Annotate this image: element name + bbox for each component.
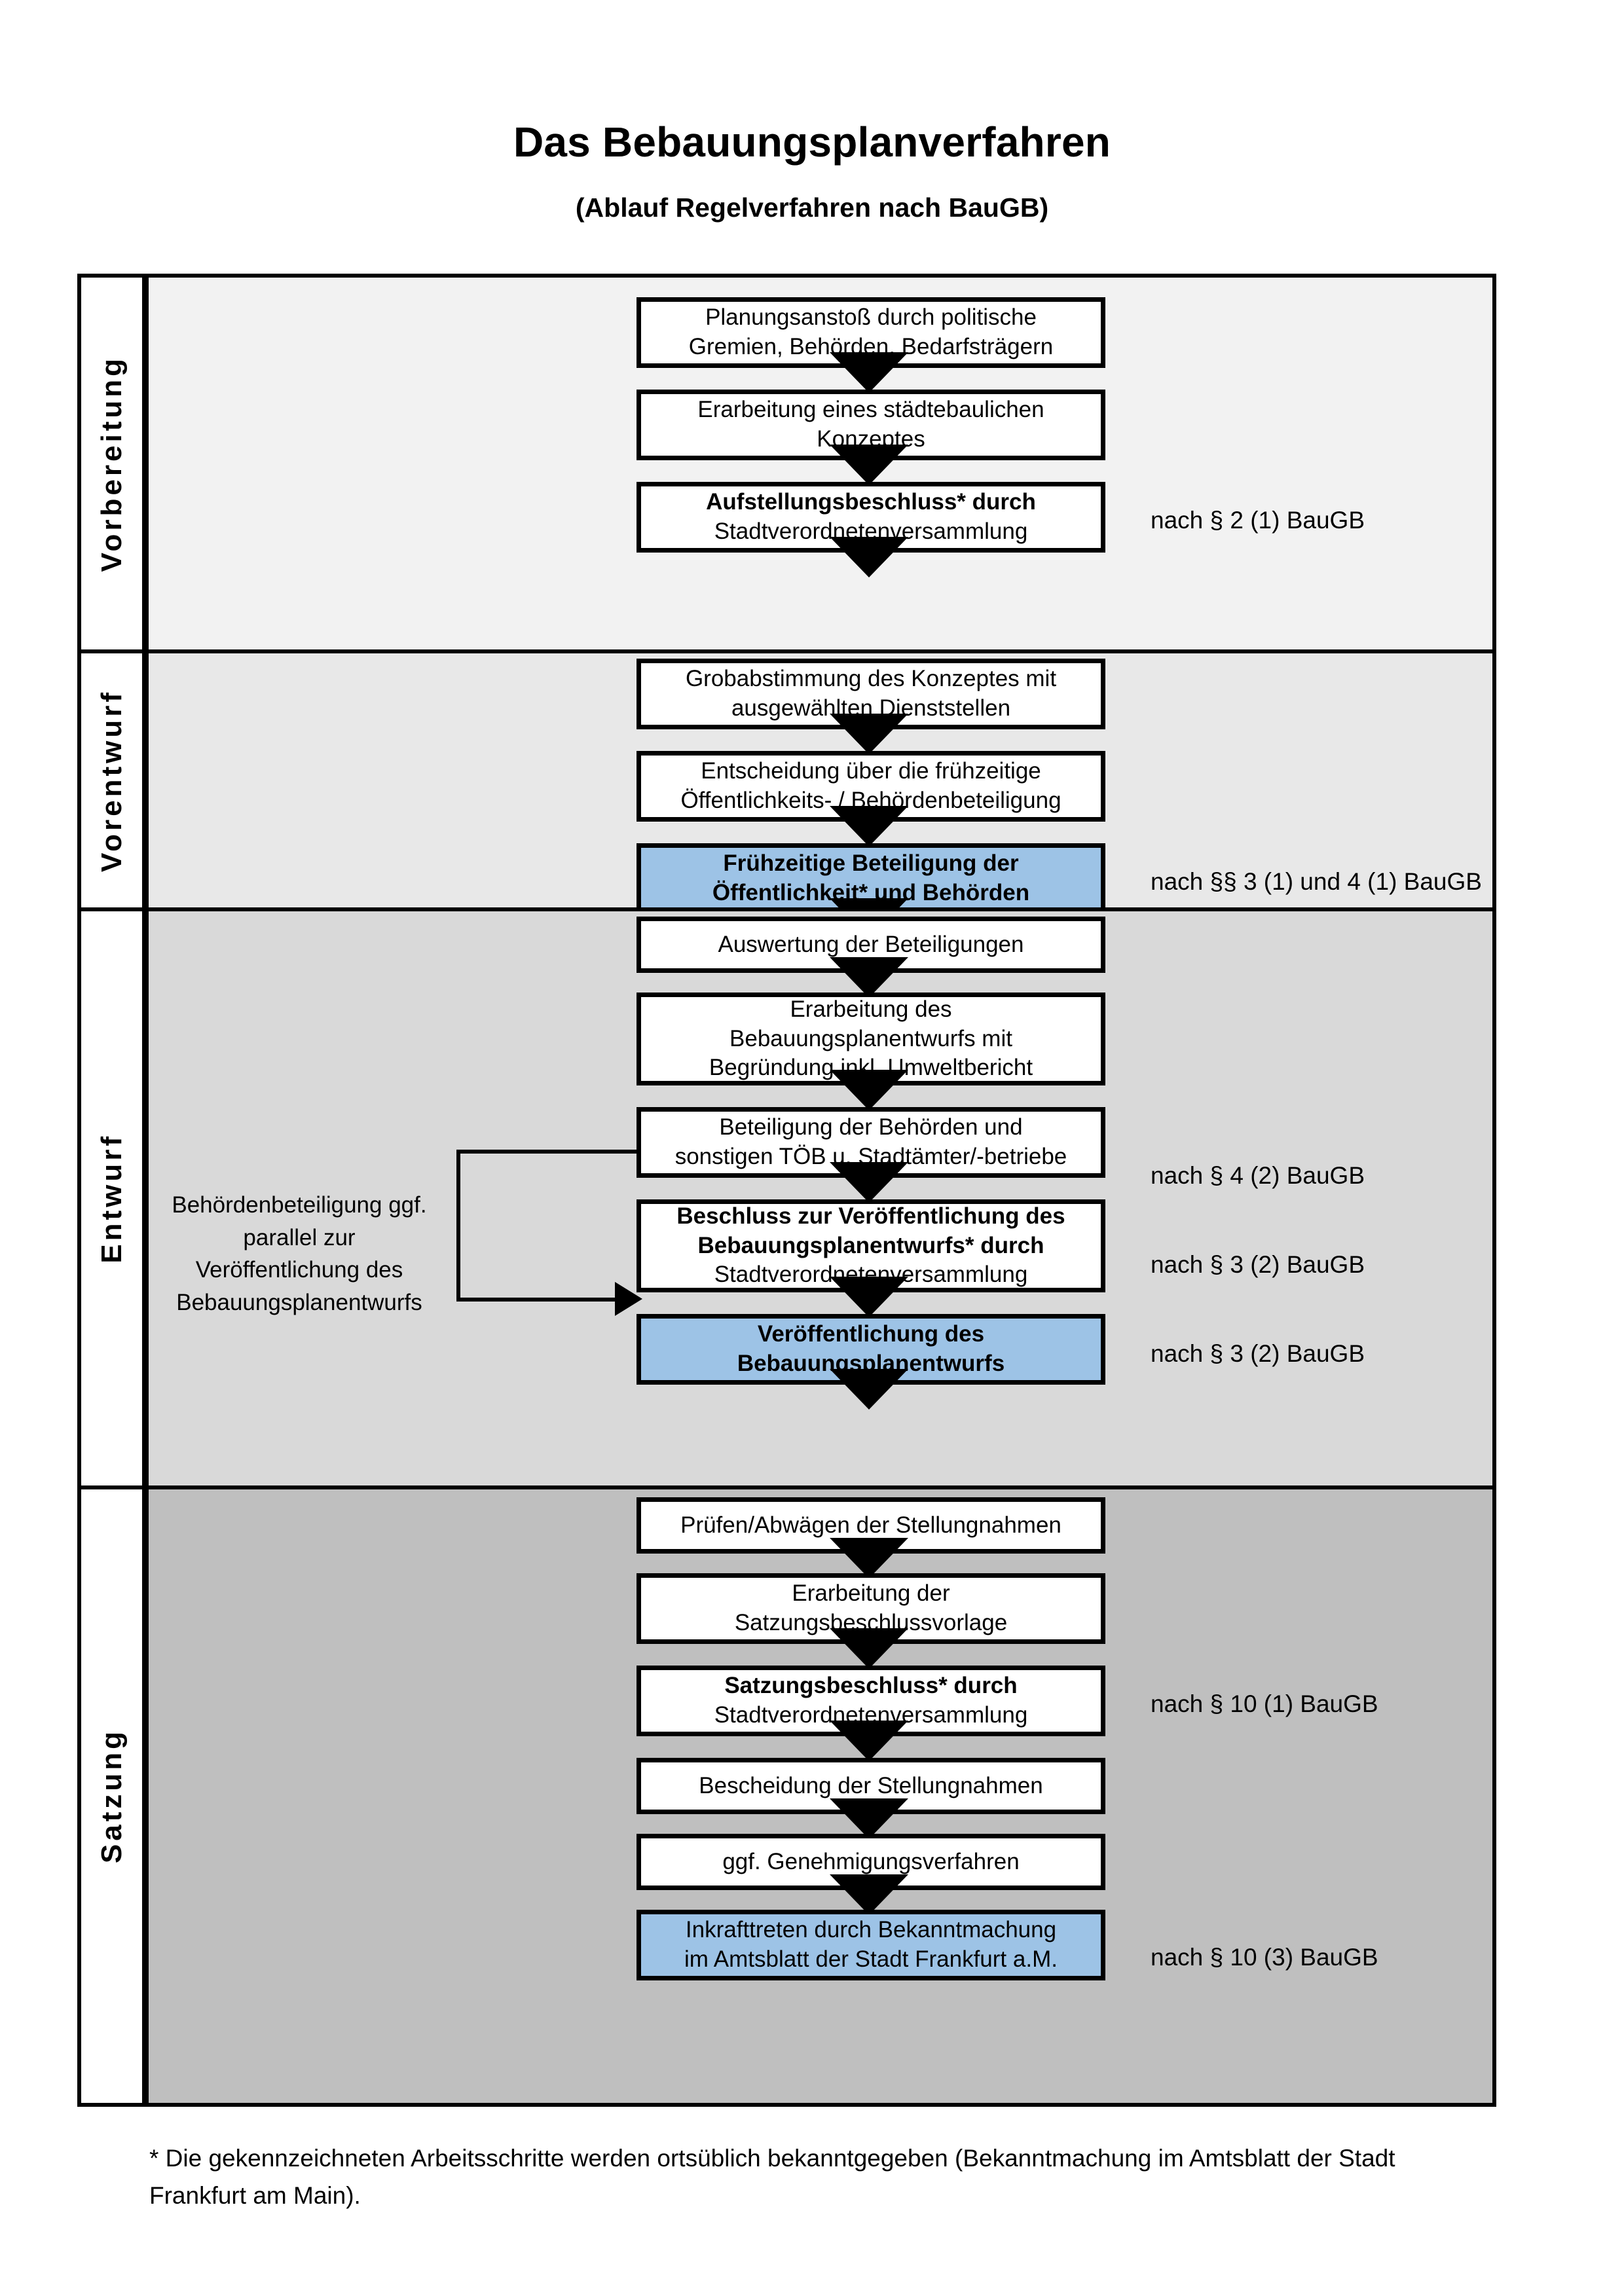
page-title: Das Bebauungsplanverfahren xyxy=(513,118,1111,166)
legal-reference: nach § 2 (1) BauGB xyxy=(1151,507,1365,534)
step-line: Erarbeitung eines städtebaulichen xyxy=(697,397,1044,423)
step-line: ggf. Genehmigungsverfahren xyxy=(722,1848,1020,1874)
legal-reference: nach § 10 (3) BauGB xyxy=(1151,1944,1378,1971)
document-header: Das Bebauungsplanverfahren (Ablauf Regel… xyxy=(0,0,1624,223)
flow-arrow-icon xyxy=(830,352,908,393)
step-line: Aufstellungsbeschluss* durch xyxy=(706,489,1036,515)
phase-satzung: Satzung Prüfen/Abwägen der Stellungnahme… xyxy=(81,1485,1492,2103)
step-box[interactable]: Planungsanstoß durch politische Gremien,… xyxy=(637,297,1105,368)
phase-body-satzung: Prüfen/Abwägen der Stellungnahmen Erarbe… xyxy=(149,1489,1492,2103)
phase-vorbereitung: Vorbereitung Planungsanstoß durch politi… xyxy=(81,278,1492,649)
footnote: * Die gekennzeichneten Arbeitsschritte w… xyxy=(149,2145,1395,2210)
step-line: Bescheidung der Stellungnahmen xyxy=(699,1772,1043,1798)
step-line: Entscheidung über die frühzeitige xyxy=(701,758,1041,784)
step-line: Erarbeitung der xyxy=(792,1580,950,1607)
phase-vorentwurf: Vorentwurf Grobabstimmung des Konzeptes … xyxy=(81,649,1492,939)
phase-label-satzung: Satzung xyxy=(81,1489,149,2103)
flow-arrow-icon xyxy=(830,1721,908,1761)
step-line: Beschluss zur Veröffentlichung des xyxy=(676,1203,1065,1229)
legal-reference: nach § 10 (1) BauGB xyxy=(1151,1690,1378,1717)
legal-reference: nach § 3 (2) BauGB xyxy=(1151,1340,1365,1367)
legal-reference: nach § 4 (2) BauGB xyxy=(1151,1162,1365,1189)
flowchart-frame: Vorbereitung Planungsanstoß durch politi… xyxy=(77,274,1496,2107)
phase-label-vorbereitung: Vorbereitung xyxy=(81,278,149,649)
step-line: Bebauungsplanentwurfs* durch xyxy=(697,1232,1044,1258)
phase-label-text: Vorentwurf xyxy=(95,689,128,872)
step-line: im Amtsblatt der Stadt Frankfurt a.M. xyxy=(684,1946,1058,1972)
flow-arrow-icon xyxy=(830,445,908,485)
flow-arrow-icon xyxy=(830,1628,908,1669)
legal-reference: nach §§ 3 (1) und 4 (1) BauGB xyxy=(1151,868,1482,895)
flow-arrow-icon xyxy=(830,1798,908,1839)
step-line: Grobabstimmung des Konzeptes mit xyxy=(685,666,1057,692)
step-line: Frühzeitige Beteiligung der xyxy=(723,850,1019,877)
step-line: Inkrafttreten durch Bekanntmachung xyxy=(685,1917,1057,1943)
phase-label-entwurf: Entwurf xyxy=(81,911,149,1485)
phase-label-text: Entwurf xyxy=(95,1133,128,1264)
phase-body-vorentwurf: Grobabstimmung des Konzeptes mit ausgewä… xyxy=(149,653,1492,939)
phase-label-vorentwurf: Vorentwurf xyxy=(81,653,149,907)
flow-arrow-icon xyxy=(830,1369,908,1410)
phase-body-entwurf: Behördenbeteiligung ggf. parallel zur Ve… xyxy=(149,911,1492,1485)
flow-arrow-icon xyxy=(830,1538,908,1578)
flow-arrow-icon xyxy=(830,957,908,998)
flow-arrow-icon xyxy=(830,1874,908,1915)
side-annotation-line: ggf. parallel zur xyxy=(243,1192,427,1250)
step-line: Prüfen/Abwägen der Stellungnahmen xyxy=(680,1512,1061,1538)
phase-label-text: Satzung xyxy=(95,1728,128,1864)
side-annotation-line: Bebauungsplanentwurfs xyxy=(176,1290,422,1316)
page-subtitle: (Ablauf Regelverfahren nach BauGB) xyxy=(575,192,1049,223)
flow-arrow-icon xyxy=(830,1277,908,1317)
step-line: Beteiligung der Behörden und xyxy=(719,1114,1023,1140)
phase-body-vorbereitung: Planungsanstoß durch politische Gremien,… xyxy=(149,278,1492,649)
flow-arrow-icon xyxy=(830,714,908,754)
flow-arrow-icon xyxy=(830,1162,908,1203)
side-annotation: Behördenbeteiligung ggf. parallel zur Ve… xyxy=(168,1189,430,1319)
side-annotation-line: Veröffentlichung des xyxy=(195,1257,403,1283)
flow-arrow-icon xyxy=(830,806,908,847)
phase-label-text: Vorbereitung xyxy=(95,355,128,572)
step-line: Erarbeitung des xyxy=(790,996,952,1022)
step-box[interactable]: Beschluss zur Veröffentlichung des Bebau… xyxy=(637,1199,1105,1292)
step-line: Planungsanstoß durch politische xyxy=(705,304,1037,331)
step-line: Auswertung der Beteiligungen xyxy=(718,931,1024,957)
flow-arrow-icon xyxy=(830,537,908,577)
step-box-highlight[interactable]: Inkrafttreten durch Bekanntmachung im Am… xyxy=(637,1910,1105,1980)
phase-entwurf: Entwurf Behördenbeteiligung ggf. paralle… xyxy=(81,907,1492,1485)
step-box[interactable]: Erarbeitung eines städtebaulichen Konzep… xyxy=(637,390,1105,460)
step-line: Veröffentlichung des xyxy=(757,1321,985,1347)
side-annotation-line: Behördenbeteiligung xyxy=(172,1192,382,1218)
flow-arrow-icon xyxy=(830,1070,908,1110)
step-line: Bebauungsplanentwurfs mit xyxy=(729,1025,1012,1051)
step-line: Satzungsbeschluss* durch xyxy=(724,1673,1018,1699)
legal-reference: nach § 3 (2) BauGB xyxy=(1151,1251,1365,1278)
